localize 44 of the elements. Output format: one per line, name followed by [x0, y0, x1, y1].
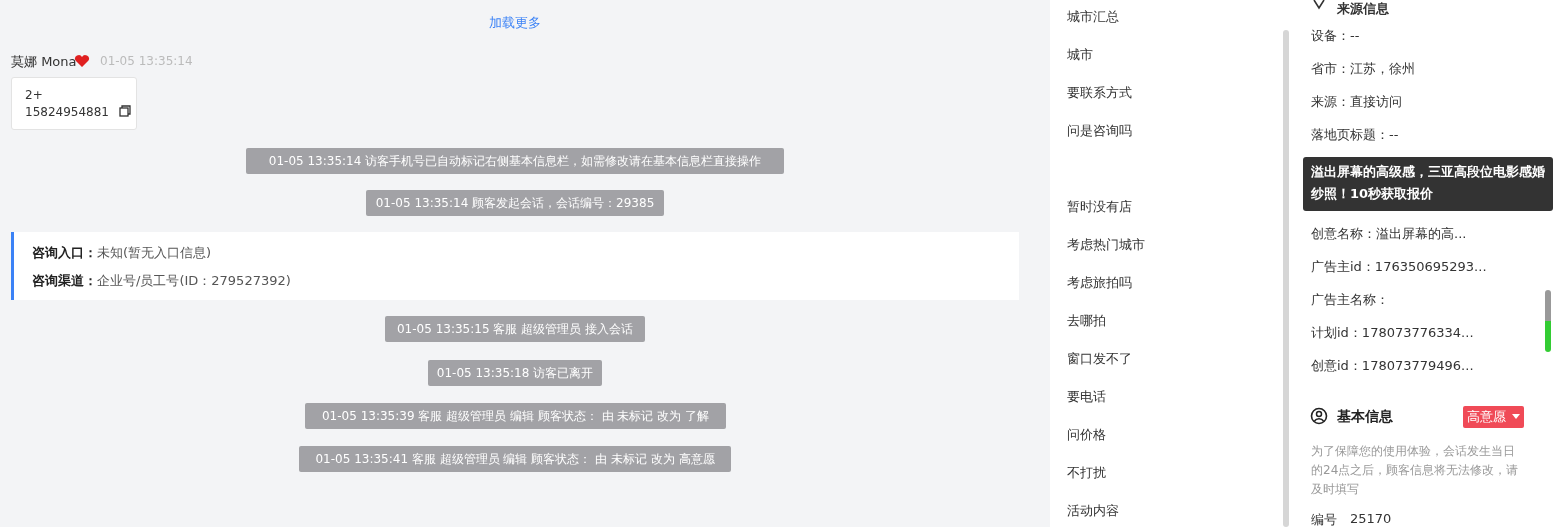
quick-reply-item: 问价格 [1067, 426, 1106, 444]
info-line: 咨询入口：未知(暂无入口信息) [32, 244, 212, 262]
info-row: 设备：-- [1311, 27, 1360, 45]
system-message: 01-05 13:35:14 访客手机号已自动标记右侧基本信息栏，如需修改请在基本信息栏直接操作 [246, 148, 784, 174]
load-more-link: 加载更多 [489, 14, 541, 32]
quick-reply-item: 考虑热门城市 [1067, 236, 1145, 254]
info-row: 来源：直接访问 [1311, 93, 1402, 111]
info-row: 落地页标题：-- [1311, 126, 1399, 144]
tooltip: 溢出屏幕的高级感，三亚高段位电影感婚纱照！10秒获取报价 [1303, 157, 1553, 211]
message-text: 15824954881 [25, 105, 109, 119]
system-message: 01-05 13:35:18 访客已离开 [428, 360, 602, 386]
quick-reply-item: 要联系方式 [1067, 84, 1132, 102]
quick-reply-item: 要电话 [1067, 388, 1106, 406]
info-line: 咨询渠道：企业号/员工号(ID：279527392) [32, 272, 291, 290]
info-row: 创意名称：溢出屏幕的高... [1311, 225, 1467, 243]
section-heading: 来源信息 [1337, 0, 1389, 18]
system-message: 01-05 13:35:39 客服 超级管理员 编辑 顾客状态： 由 未标记 改为 了解 [305, 403, 726, 429]
info-row: 广告主名称： [1311, 291, 1389, 309]
section-heading: 基本信息 [1337, 408, 1393, 426]
info-row: 省市：江苏，徐州 [1311, 60, 1415, 78]
quick-reply-item: 窗口发不了 [1067, 350, 1132, 368]
quick-reply-item: 不打扰 [1067, 464, 1106, 482]
status-dropdown: 高意愿 [1463, 406, 1524, 428]
quick-reply-item: 城市 [1067, 46, 1093, 64]
system-message: 01-05 13:35:14 顾客发起会话，会话编号：29385 [366, 190, 664, 216]
field-label: 编号 [1311, 511, 1337, 527]
quick-reply-item: 活动内容 [1067, 502, 1119, 520]
message-text: 2+ [25, 88, 43, 102]
info-row: 广告主id：176350695293... [1311, 258, 1487, 276]
quick-reply-item: 问是咨询吗 [1067, 122, 1132, 140]
system-message: 01-05 13:35:15 客服 超级管理员 接入会话 [385, 316, 645, 342]
info-row: 创意id：178073779496... [1311, 357, 1474, 375]
info-panel [11, 232, 1019, 300]
system-message: 01-05 13:35:41 客服 超级管理员 编辑 顾客状态： 由 未标记 改为 高意愿 [299, 446, 731, 472]
info-row: 计划id：178073776334... [1311, 324, 1474, 342]
message-card-background [11, 77, 137, 130]
quick-reply-item: 暂时没有店 [1067, 198, 1132, 216]
quick-reply-item: 城市汇总 [1067, 8, 1119, 26]
quick-reply-item: 去哪拍 [1067, 312, 1106, 330]
timestamp: 01-05 13:35:14 [100, 54, 193, 68]
note-text: 为了保障您的使用体验，会话发生当日的24点之后，顾客信息将无法修改，请及时填写 [1311, 443, 1520, 498]
field-value: 25170 [1350, 511, 1392, 526]
quick-reply-item: 考虑旅拍吗 [1067, 274, 1132, 292]
sender-name: 莫娜 Mona [11, 53, 77, 71]
